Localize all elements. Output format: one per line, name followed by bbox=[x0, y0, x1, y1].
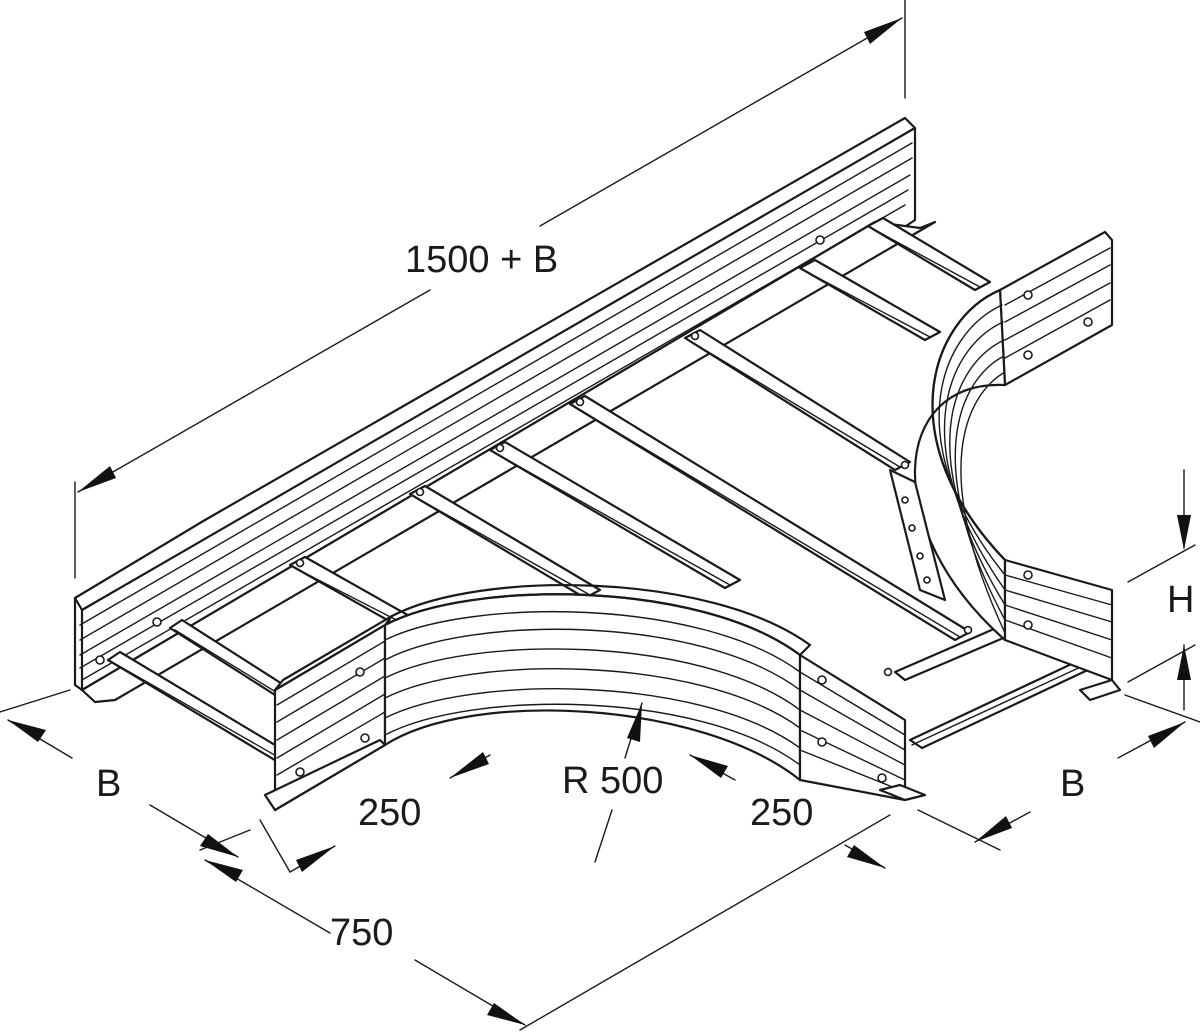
width-left-label: B bbox=[96, 763, 121, 805]
dimension-labels: 1500 + B B 250 R 500 250 B H 750 bbox=[96, 239, 1194, 954]
straight-left-label: 250 bbox=[358, 792, 421, 834]
radius-label: R 500 bbox=[562, 760, 663, 802]
width-right-label: B bbox=[1060, 763, 1085, 805]
straight-right-label: 250 bbox=[750, 792, 813, 834]
ladder-rungs bbox=[106, 216, 1094, 770]
length-total-label: 1500 + B bbox=[405, 239, 558, 281]
depth-label: 750 bbox=[330, 912, 393, 954]
right-curved-rail bbox=[888, 230, 1122, 702]
front-curved-rail bbox=[263, 584, 927, 812]
height-label: H bbox=[1167, 579, 1194, 621]
